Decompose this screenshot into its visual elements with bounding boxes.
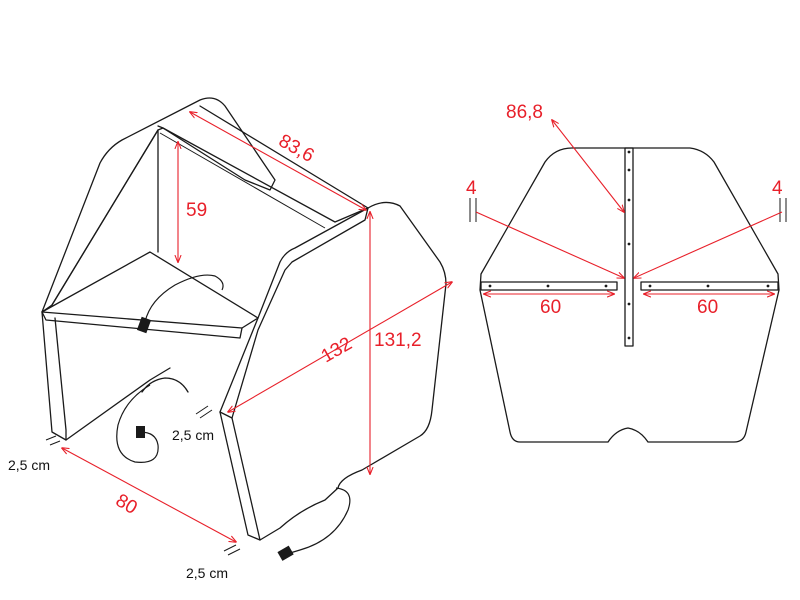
dim-width: 80 xyxy=(112,490,141,519)
right-side-panel xyxy=(219,201,447,489)
dim-thickness-left: 2,5 cm xyxy=(8,457,50,473)
dim-right-slot: 60 xyxy=(697,297,718,318)
dim-left-slot: 60 xyxy=(540,297,561,318)
left-side-panel-edge xyxy=(51,129,159,306)
dim-left-offset: 4 xyxy=(466,178,477,199)
dim-thickness-mid: 2,5 cm xyxy=(172,427,214,443)
side-panel-outline xyxy=(479,147,780,443)
dim-height: 131,2 xyxy=(374,330,422,351)
power-cable-floor xyxy=(289,487,351,554)
screw-holes xyxy=(488,150,770,340)
vertical-slot xyxy=(624,147,634,347)
plug-icon xyxy=(277,545,294,561)
power-cable-lower xyxy=(116,384,159,463)
plug-icon xyxy=(136,316,152,334)
left-horizontal-slot xyxy=(480,281,618,291)
isometric-cabinet-view: 83,6 59 132 131,2 80 2,5 cm 2,5 cm 2,5 c… xyxy=(8,97,452,581)
shelf xyxy=(41,251,259,329)
right-horizontal-slot xyxy=(640,281,779,291)
dim-right-offset: 4 xyxy=(772,178,783,199)
dim-diagonal: 132 xyxy=(318,333,356,367)
dim-top-slot: 86,8 xyxy=(506,102,543,123)
flat-panel-view: 86,8 4 4 60 60 xyxy=(466,102,787,443)
dim-depth-top: 83,6 xyxy=(275,131,318,167)
front-left-leg xyxy=(219,411,261,541)
dim-inner-height: 59 xyxy=(186,200,207,221)
power-cable-upper xyxy=(144,274,224,323)
dim-thickness-bottom: 2,5 cm xyxy=(186,565,228,581)
